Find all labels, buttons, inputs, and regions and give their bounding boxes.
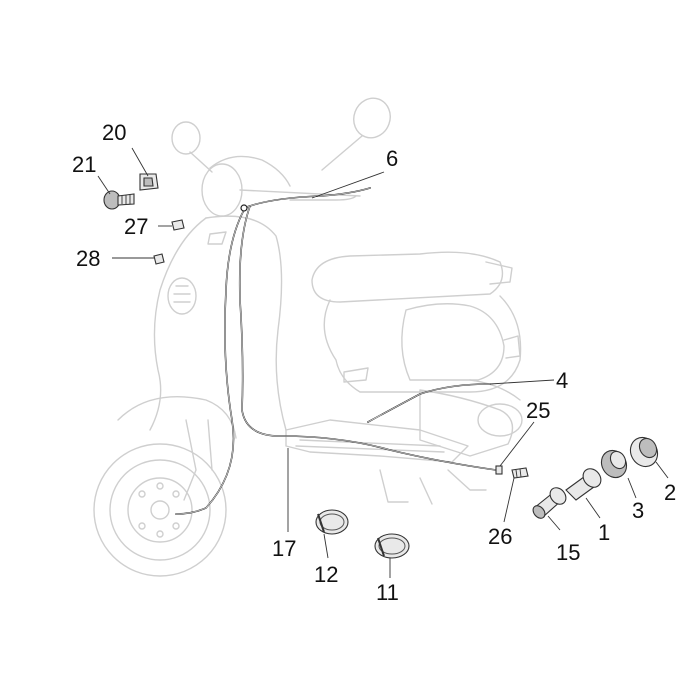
callout-26: 26 [488, 524, 512, 549]
callout-4: 4 [556, 368, 568, 393]
seat [311, 251, 513, 303]
part-3-ring [600, 449, 628, 479]
cable-routing [175, 187, 497, 515]
callout-1: 1 [598, 520, 610, 545]
leader-lines [97, 147, 669, 578]
legshield [149, 215, 287, 431]
part-28-clip [153, 253, 165, 265]
callout-25: 25 [526, 398, 550, 423]
callout-11: 11 [376, 580, 399, 605]
cable-4 [367, 383, 491, 423]
callout-12: 12 [314, 562, 338, 587]
front-wheel [93, 396, 237, 577]
part-20-clip [139, 173, 159, 191]
callout-3: 3 [632, 498, 644, 523]
part-2-cap [629, 436, 659, 468]
cable-17 [175, 209, 245, 515]
part-12-band [315, 509, 349, 535]
part-27-clip [171, 219, 185, 231]
mirror-left [171, 121, 213, 173]
part-21-screw [103, 190, 135, 210]
callout-15: 15 [556, 540, 580, 565]
floorboard [285, 419, 469, 463]
part-1-grip [565, 468, 602, 501]
engine [379, 379, 523, 505]
mirror-right [321, 97, 391, 171]
callout-27: 27 [124, 214, 148, 239]
callout-21: 21 [72, 152, 96, 177]
rear-body [323, 295, 522, 393]
callout-20: 20 [102, 120, 126, 145]
callout-6: 6 [386, 146, 398, 171]
callout-28: 28 [76, 246, 100, 271]
part-25-fitting [495, 465, 503, 475]
callouts: 20 21 27 28 6 4 25 26 17 12 11 15 1 3 2 [72, 120, 676, 605]
callout-17: 17 [272, 536, 296, 561]
part-26-adjuster [511, 467, 529, 479]
scooter-outline [93, 97, 523, 577]
part-15-sleeve [532, 487, 567, 519]
part-11-band [374, 533, 410, 559]
handlebar [201, 155, 361, 217]
callout-2: 2 [664, 480, 676, 505]
